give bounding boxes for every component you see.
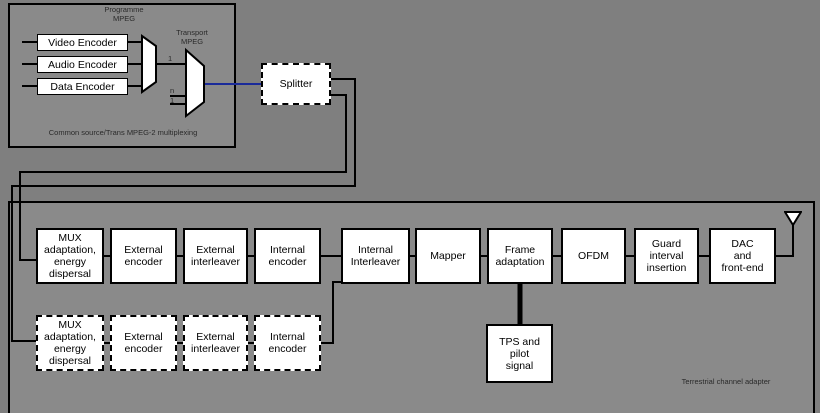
transport-multiplexer: [185, 47, 205, 119]
tps-pilot-block: TPS and pilot signal: [486, 324, 553, 383]
internal-encoder-block-lp: Internal encoder: [254, 315, 321, 371]
transmitter-caption: Terrestrial channel adapter: [681, 377, 771, 386]
internal-encoder-block: Internal encoder: [254, 228, 321, 284]
internal-interleaver-block: Internal Interleaver: [341, 228, 410, 284]
programme-multiplexer: [141, 34, 157, 94]
guard-interval-block: Guard interval insertion: [634, 228, 699, 284]
mux-pin-bottom-1: 1: [170, 96, 175, 105]
video-encoder-block: Video Encoder: [37, 34, 128, 51]
mapper-block: Mapper: [415, 228, 481, 284]
antenna-icon: [784, 211, 802, 227]
source-panel-caption: Common source/Trans MPEG-2 multiplexing: [48, 128, 198, 137]
external-interleaver-block-lp: External interleaver: [183, 315, 248, 371]
mux-adaptation-block: MUX adaptation, energy dispersal: [36, 228, 104, 284]
frame-adaptation-block: Frame adaptation: [487, 228, 553, 284]
audio-encoder-block: Audio Encoder: [37, 56, 128, 73]
mux-adaptation-block-lp: MUX adaptation, energy dispersal: [36, 315, 104, 371]
external-encoder-block-lp: External encoder: [110, 315, 177, 371]
mux-pin-bottom-n: n: [170, 86, 175, 95]
dac-front-end-block: DAC and front-end: [709, 228, 776, 284]
splitter-block: Splitter: [261, 63, 331, 105]
data-encoder-block: Data Encoder: [37, 78, 128, 95]
external-interleaver-block: External interleaver: [183, 228, 248, 284]
mux-pin-top: 1: [168, 54, 173, 63]
external-encoder-block: External encoder: [110, 228, 177, 284]
ofdm-block: OFDM: [561, 228, 626, 284]
